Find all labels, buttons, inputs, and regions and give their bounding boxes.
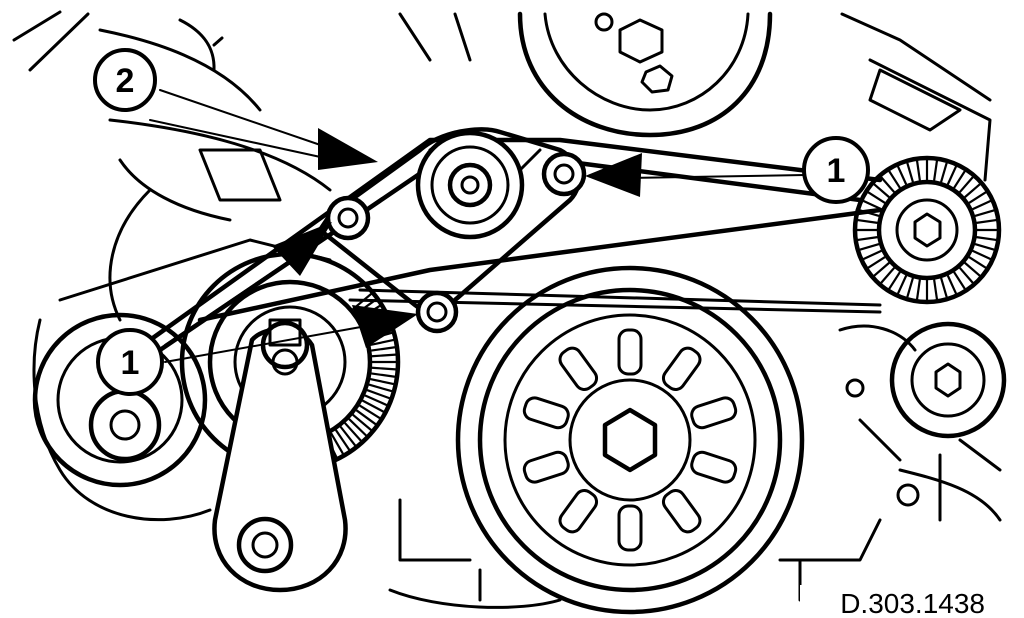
- pulley-tooth: [873, 183, 890, 199]
- pulley-tooth: [958, 267, 974, 284]
- pulley-tooth: [888, 170, 901, 189]
- crank-pulley-slot: [558, 346, 599, 391]
- callout-1-left-label: 1: [121, 344, 140, 382]
- callout-arrows: [149, 89, 806, 363]
- crank-pulley-slot: [522, 396, 570, 430]
- pulley-tooth: [857, 218, 878, 224]
- pulley-tooth: [933, 279, 939, 300]
- pulley-tooth: [974, 209, 995, 217]
- callout-1-left: 1: [96, 328, 164, 396]
- pulley-tooth: [873, 261, 890, 277]
- pulley-tooth: [859, 209, 880, 217]
- crank-pulley-slot: [558, 489, 599, 534]
- tensioner-lever-arm: [212, 318, 348, 593]
- crank-pulley-slot: [690, 396, 738, 430]
- pulley-tooth: [972, 199, 992, 211]
- pulley-tooth: [371, 353, 396, 358]
- pulley-tooth: [348, 418, 368, 437]
- crankshaft-pulley: [455, 265, 805, 615]
- pulley-tooth: [330, 432, 344, 455]
- pulley-tooth: [896, 165, 908, 185]
- pulley-tooth: [880, 267, 896, 284]
- arrow-head-tensioner: [318, 128, 378, 170]
- engine-casting-outline: [12, 10, 1002, 609]
- pulley-tooth: [355, 409, 377, 426]
- callout-2: 2: [93, 48, 157, 112]
- callout-2-label: 2: [116, 62, 135, 100]
- lower-right-pulley: [845, 321, 1007, 507]
- bolt-left: [325, 195, 371, 241]
- pulley-tooth: [334, 429, 351, 451]
- pulley-tooth: [946, 275, 958, 295]
- pulley-tooth: [361, 399, 385, 413]
- pulley-tooth: [857, 236, 878, 242]
- crank-pulley-slot: [522, 450, 570, 484]
- pulley-tooth: [867, 256, 886, 269]
- bolt-upper-right: [541, 151, 587, 197]
- pulley-tooth: [958, 176, 974, 193]
- pulley-tooth: [896, 275, 908, 295]
- pulley-tooth: [968, 191, 987, 204]
- pulley-tooth: [867, 191, 886, 204]
- figure-reference: D.303.1438: [840, 588, 985, 618]
- arrow-head-bolt-left: [272, 222, 332, 276]
- pulley-tooth: [859, 243, 880, 251]
- pulley-tooth: [964, 261, 981, 277]
- pulley-tooth: [953, 170, 966, 189]
- pulley-tooth: [974, 243, 995, 251]
- pulley-tooth: [906, 277, 914, 298]
- crank-pulley-slot: [690, 450, 738, 484]
- pulley-tooth: [915, 279, 921, 300]
- pulley-tooth: [940, 162, 948, 183]
- pulley-tooth: [880, 176, 896, 193]
- tensioner-assembly: [317, 127, 581, 313]
- pulley-tooth: [976, 236, 997, 242]
- pulley-tooth: [862, 249, 882, 261]
- crank-pulley-slot: [617, 328, 643, 376]
- pulley-tooth: [368, 383, 393, 393]
- pulley-tooth: [371, 372, 396, 378]
- callout-1-right: 1: [802, 136, 870, 204]
- crank-pulley-slot: [661, 346, 702, 391]
- arrow-head-bolt-upper-right: [585, 153, 642, 197]
- pulley-tooth: [369, 377, 394, 386]
- pulley-tooth: [366, 389, 390, 400]
- pulley-tooth: [371, 366, 396, 371]
- pulley-tooth: [953, 271, 966, 290]
- pulley-tooth: [862, 199, 882, 211]
- pulley-tooth: [933, 160, 939, 181]
- arrow-head-bolt-lower: [352, 305, 418, 348]
- pulley-tooth: [964, 183, 981, 199]
- pulley-tooth: [352, 413, 372, 431]
- crank-pulley-slot: [617, 504, 643, 552]
- pulley-tooth: [339, 425, 357, 447]
- pulley-tooth: [906, 162, 914, 183]
- upper-pulley: [517, 11, 773, 138]
- pulley-tooth: [371, 346, 396, 352]
- pulley-tooth: [915, 160, 921, 181]
- pulley-tooth: [972, 249, 992, 261]
- pulley-tooth: [940, 277, 948, 298]
- callout-1-right-label: 1: [827, 152, 846, 190]
- crank-pulley-slot: [661, 489, 702, 534]
- pulley-tooth: [364, 394, 388, 407]
- pulley-tooth: [344, 422, 362, 442]
- pulley-tooth: [946, 165, 958, 185]
- pulley-tooth: [976, 218, 997, 224]
- pulley-tooth: [888, 271, 901, 290]
- bolt-lower: [415, 290, 459, 334]
- pulley-tooth: [968, 256, 987, 269]
- pulley-tooth: [358, 404, 381, 420]
- right-idler-pulley: [852, 155, 1002, 305]
- pulley-tooth: [369, 338, 394, 347]
